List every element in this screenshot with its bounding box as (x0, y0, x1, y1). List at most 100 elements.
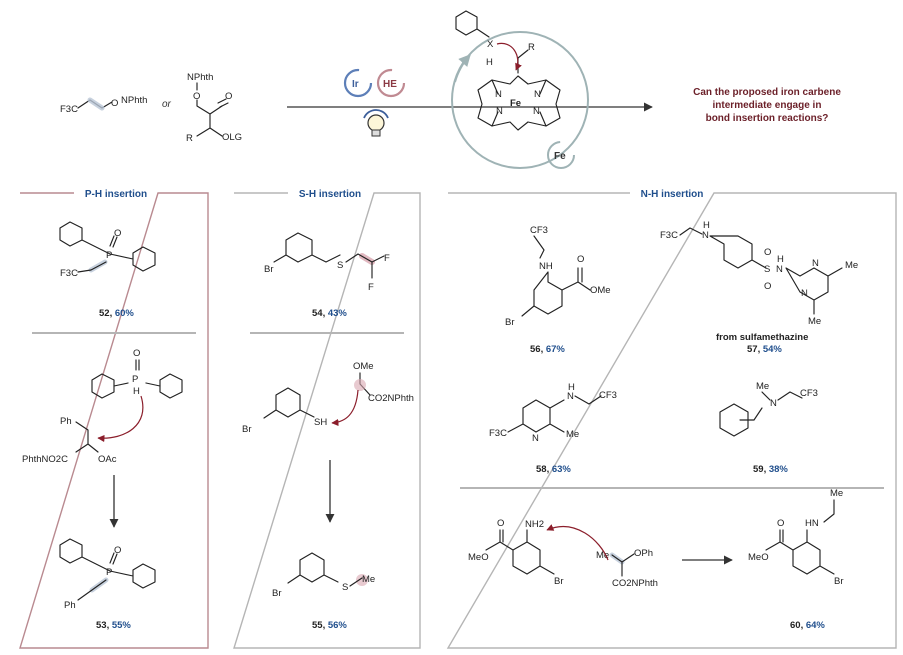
svg-text:O: O (764, 281, 771, 292)
or-text: or (162, 99, 172, 110)
svg-text:F3C: F3C (489, 428, 507, 439)
svg-text:S: S (764, 264, 770, 275)
svg-text:Ph: Ph (64, 600, 76, 611)
svg-text:57, 54%: 57, 54% (747, 344, 782, 355)
svg-text:58, 63%: 58, 63% (536, 464, 571, 475)
svg-text:N: N (776, 264, 783, 275)
svg-text:P: P (106, 567, 112, 578)
o-label-2: O (193, 91, 200, 102)
compound-53-reaction: O P H Ph PhthNO2C OAc P O Ph 53, 55% (22, 348, 183, 631)
svg-text:P: P (106, 250, 112, 261)
svg-text:52, 60%: 52, 60% (99, 308, 134, 319)
svg-text:CO2NPhth: CO2NPhth (368, 393, 414, 404)
svg-text:54, 43%: 54, 43% (312, 308, 347, 319)
svg-text:H: H (777, 254, 784, 265)
svg-text:SH: SH (314, 417, 327, 428)
svg-text:F3C: F3C (60, 268, 78, 279)
svg-text:Can the proposed iron carbene: Can the proposed iron carbene (693, 87, 841, 98)
svg-text:OMe: OMe (590, 285, 611, 296)
ph-insertion-panel: P-H insertion (19, 189, 209, 649)
compound-60-reaction: O MeO NH2 Br Me OPh CO2NPhth O MeO HN Me… (468, 488, 844, 631)
svg-text:HE: HE (383, 79, 397, 90)
nh-section-title: N-H insertion (641, 189, 704, 200)
light-bulb-icon (363, 109, 389, 137)
h-label: H (486, 57, 493, 68)
svg-text:N: N (770, 398, 777, 409)
svg-text:O: O (114, 228, 121, 239)
svg-text:CF3: CF3 (800, 388, 818, 399)
svg-text:F: F (384, 253, 390, 264)
sh-insertion-panel: S-H insertion (233, 189, 421, 649)
svg-text:Br: Br (264, 264, 274, 275)
svg-text:Br: Br (272, 588, 282, 599)
compound-52: P O F3C 52, 60% (59, 221, 156, 319)
porphyrin-n3: N (496, 106, 503, 117)
nphth-top-label: NPhth (187, 72, 213, 83)
svg-text:CF3: CF3 (599, 390, 617, 401)
svg-text:F3C: F3C (660, 230, 678, 241)
nphth-label: NPhth (121, 95, 147, 106)
svg-text:Br: Br (505, 317, 515, 328)
fe-badge: Fe (554, 151, 566, 162)
svg-text:Me: Me (756, 381, 769, 392)
svg-text:OPh: OPh (634, 548, 653, 559)
svg-text:N: N (812, 258, 819, 269)
question-text: Can the proposed iron carbene intermedia… (693, 87, 841, 124)
x-label: X (487, 39, 494, 50)
svg-text:O: O (497, 518, 504, 529)
svg-text:H: H (703, 220, 710, 231)
svg-text:Br: Br (834, 576, 844, 587)
svg-text:HN: HN (805, 518, 819, 529)
svg-text:Me: Me (808, 316, 821, 327)
svg-text:Br: Br (242, 424, 252, 435)
svg-text:Me: Me (830, 488, 843, 499)
compound-58: H N CF3 N Me F3C 58, 63% (489, 382, 617, 475)
svg-text:O: O (114, 545, 121, 556)
carbene-precursor-1: F3C O NPhth (60, 95, 147, 115)
svg-text:Me: Me (845, 260, 858, 271)
f3c-label: F3C (60, 104, 78, 115)
svg-text:CF3: CF3 (530, 225, 548, 236)
olg-label: OLG (222, 132, 242, 143)
o-label: O (111, 98, 118, 109)
svg-text:MeO: MeO (468, 552, 489, 563)
svg-text:O: O (777, 518, 784, 529)
svg-text:F: F (368, 282, 374, 293)
svg-text:NH: NH (539, 261, 553, 272)
svg-text:NH2: NH2 (525, 519, 544, 530)
svg-text:60, 64%: 60, 64% (790, 620, 825, 631)
r-carbene-label: R (528, 42, 535, 53)
svg-text:from sulfamethazine: from sulfamethazine (716, 332, 808, 343)
svg-text:bond insertion reactions?: bond insertion reactions? (706, 113, 829, 124)
svg-text:56, 67%: 56, 67% (530, 344, 565, 355)
svg-text:H: H (568, 382, 575, 393)
svg-text:P: P (132, 374, 138, 385)
svg-text:55, 56%: 55, 56% (312, 620, 347, 631)
svg-text:Ph: Ph (60, 416, 72, 427)
svg-text:O: O (764, 247, 771, 258)
svg-text:MeO: MeO (748, 552, 769, 563)
svg-text:59, 38%: 59, 38% (753, 464, 788, 475)
sh-section-title: S-H insertion (299, 189, 361, 200)
svg-text:N: N (702, 230, 709, 241)
svg-text:S: S (342, 582, 348, 593)
iron-porphyrin-cycle: N N N N Fe X H R Fe (451, 10, 589, 169)
svg-text:Me: Me (596, 550, 609, 561)
fe-center: Fe (510, 98, 521, 109)
svg-text:CO2NPhth: CO2NPhth (612, 578, 658, 589)
compound-59: Me N CF3 59, 38% (719, 381, 818, 475)
svg-text:O: O (133, 348, 140, 359)
svg-text:OMe: OMe (353, 361, 374, 372)
svg-text:O: O (577, 254, 584, 265)
svg-text:N: N (532, 433, 539, 444)
photocatalyst-ir: Ir (343, 68, 373, 98)
carbene-precursor-2: NPhth O O R OLG (186, 72, 242, 144)
svg-text:Me: Me (362, 574, 375, 585)
compound-54: Br S F F 54, 43% (264, 232, 390, 319)
compound-56: CF3 NH O OMe Br 56, 67% (505, 225, 611, 355)
ph-section-title: P-H insertion (85, 189, 147, 200)
hantzsch-ester-he: HE (376, 68, 406, 98)
compound-55-reaction: Br SH OMe CO2NPhth Br S Me 55, 56% (242, 361, 414, 631)
nh-insertion-panel: N-H insertion (446, 189, 897, 649)
compound-57: F3C H N S O O H N N N Me Me from sulfame… (660, 220, 858, 355)
